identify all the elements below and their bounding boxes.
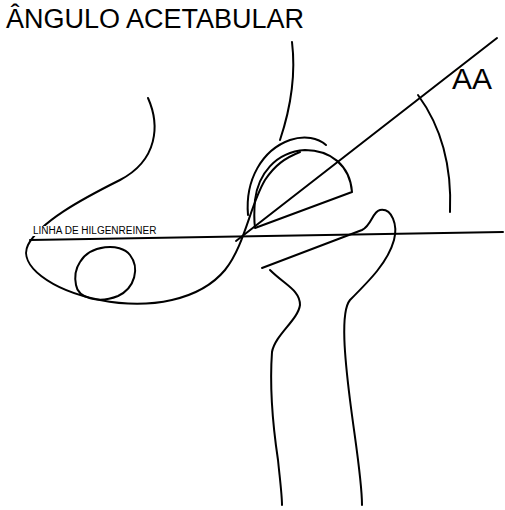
pelvis-outline xyxy=(26,98,300,304)
angle-label: AA xyxy=(452,64,492,94)
acetabulum xyxy=(248,138,326,215)
angle-arc xyxy=(418,95,450,212)
acetabular-line xyxy=(236,38,497,241)
leader-line xyxy=(280,42,293,140)
obturator-foramen xyxy=(75,247,135,300)
femur-metaphysis xyxy=(262,210,395,505)
diagram-title: ÂNGULO ACETABULAR xyxy=(6,6,304,33)
femur-neck xyxy=(270,270,300,505)
line-label: LINHA DE HILGENREINER xyxy=(32,226,157,236)
